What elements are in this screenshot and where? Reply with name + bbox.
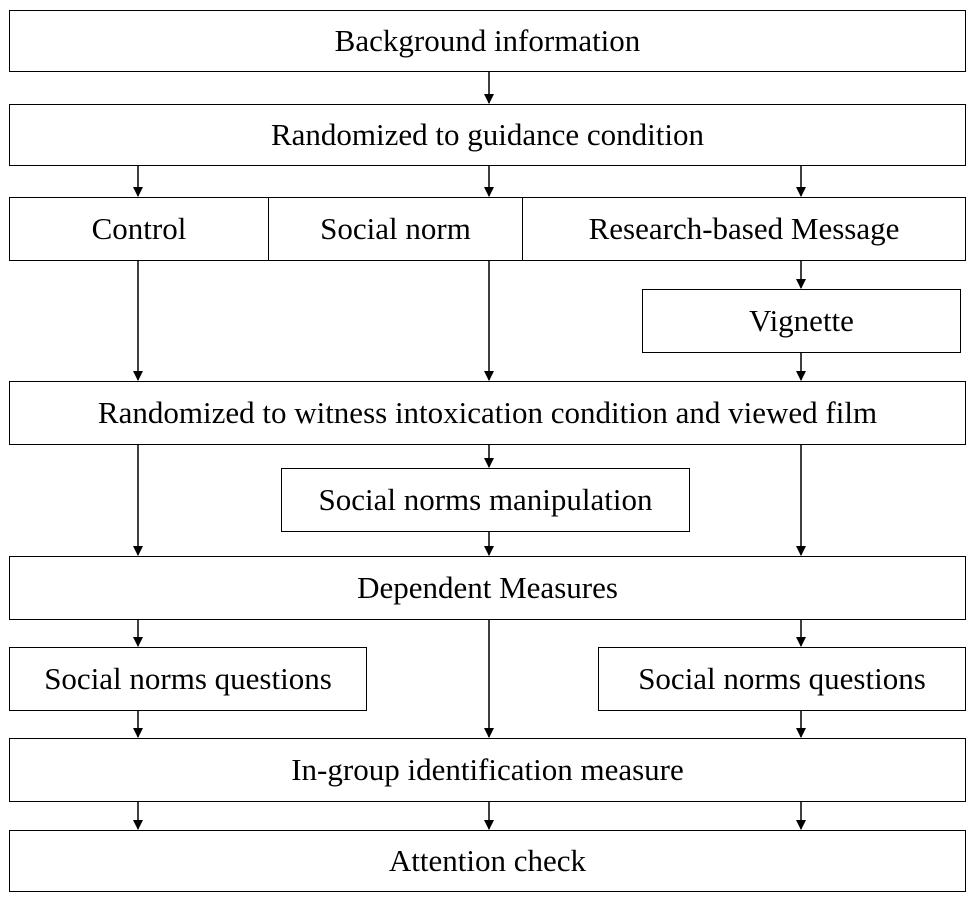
randomized-guidance-box: Randomized to guidance condition	[9, 104, 966, 166]
attention-check-box: Attention check	[9, 830, 966, 892]
control-condition-box: Control	[9, 197, 269, 261]
research-message-condition-box: Research-based Message	[522, 197, 966, 261]
randomized-witness-box: Randomized to witness intoxication condi…	[9, 381, 966, 445]
social-norm-condition-box: Social norm	[268, 197, 523, 261]
vignette-box: Vignette	[642, 289, 961, 353]
ingroup-identification-box: In-group identification measure	[9, 738, 966, 802]
social-norms-questions-right-box: Social norms questions	[598, 647, 966, 711]
dependent-measures-box: Dependent Measures	[9, 556, 966, 620]
background-information-box: Background information	[9, 10, 966, 72]
social-norms-manipulation-box: Social norms manipulation	[281, 468, 690, 532]
social-norms-questions-left-box: Social norms questions	[9, 647, 367, 711]
